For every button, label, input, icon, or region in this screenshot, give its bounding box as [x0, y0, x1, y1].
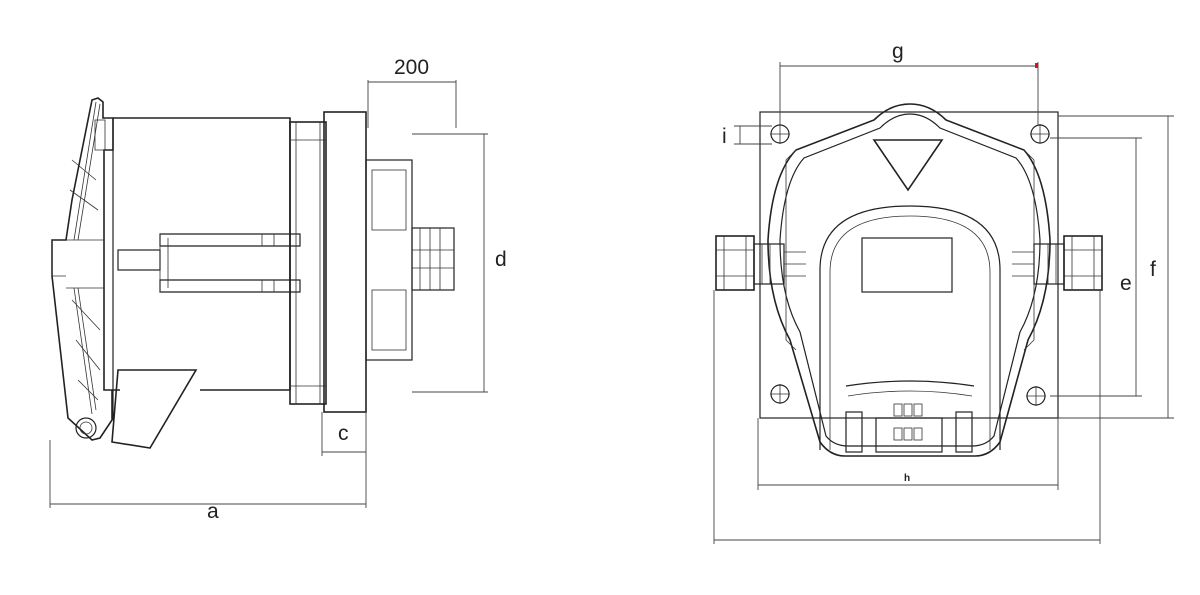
side-flange [289, 111, 455, 413]
dim-marker [1035, 63, 1038, 68]
side-view: 200 d c a [49, 56, 507, 523]
front-view: g i e f h [713, 40, 1174, 544]
dim-a-label: a [207, 500, 219, 523]
dim-h-label: h [904, 473, 910, 484]
side-lid [51, 97, 114, 441]
dim-d-label: d [495, 248, 507, 271]
dim-i-label: i [722, 125, 727, 148]
dim-g-label: g [892, 40, 904, 63]
dim-e-label: e [1120, 272, 1132, 295]
mounting-holes [770, 124, 1050, 406]
dim-c-label: c [338, 422, 349, 445]
side-body [111, 117, 301, 449]
front-latches [715, 235, 1103, 291]
dim-200-label: 200 [394, 56, 429, 79]
side-dimensions [49, 80, 488, 508]
front-dimensions [713, 62, 1174, 544]
dim-f-label: f [1150, 258, 1156, 281]
front-housing [767, 103, 1051, 457]
